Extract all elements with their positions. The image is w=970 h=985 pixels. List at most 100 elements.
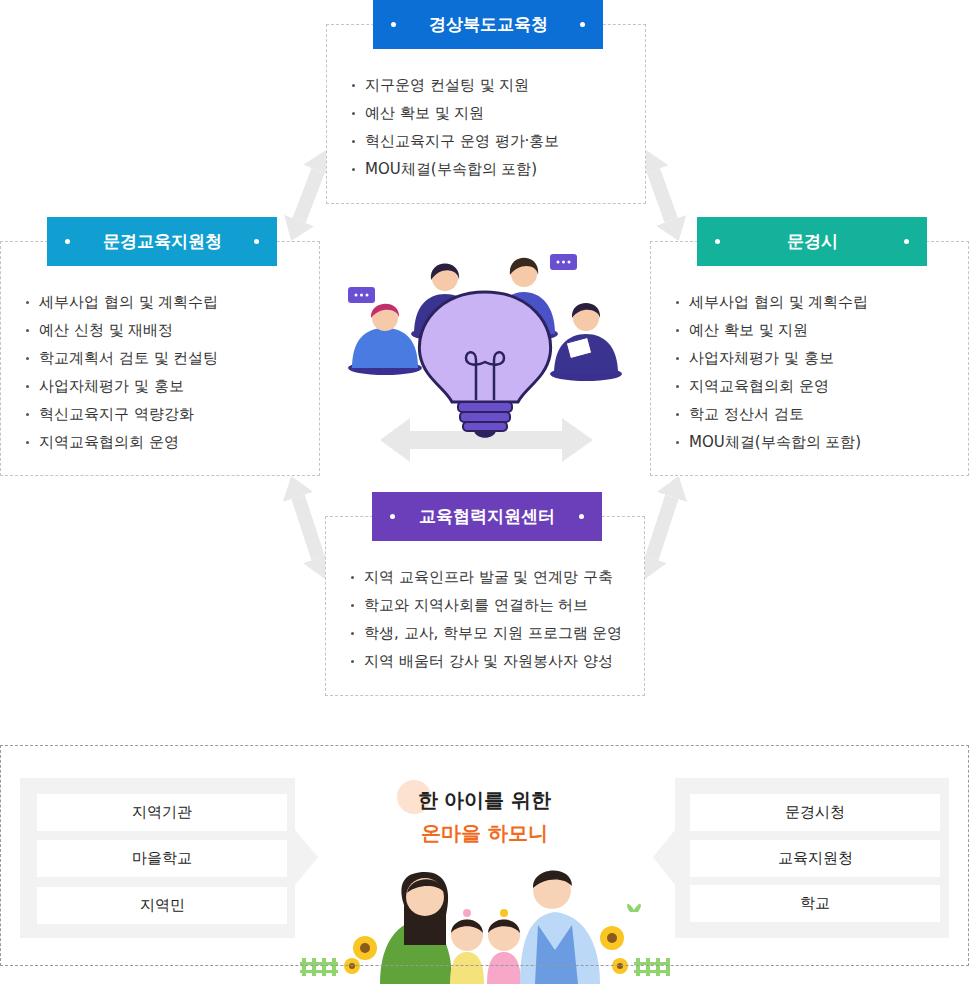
- text: 지역기관: [132, 803, 192, 821]
- member-label: 마을학교: [132, 849, 192, 868]
- bullet-dot: [676, 357, 679, 360]
- family-illustration: [300, 870, 670, 984]
- bullet-dot: [352, 140, 355, 143]
- bullet-item: 지역 배움터 강사 및 자원봉사자 양성: [364, 647, 630, 675]
- tab-dot: [391, 22, 396, 27]
- bullet-item: 혁신교육지구 운영 평가·홍보: [365, 127, 631, 155]
- text: 혁신교육지구 운영 평가·홍보: [365, 132, 559, 150]
- bullet-item: MOU체결(부속합의 포함): [689, 428, 954, 456]
- double-arrow-connector: [652, 497, 672, 558]
- chevron: [653, 830, 675, 885]
- agency-box: 문경교육지원청세부사업 협의 및 계획수립예산 신청 및 재배정학교계획서 검토…: [0, 241, 320, 476]
- tab-dot: [904, 239, 909, 244]
- text: 학생, 교사, 학부모 지원 프로그램 운영: [364, 624, 622, 642]
- chevron: [295, 830, 318, 885]
- text: 지역 배움터 강사 및 자원봉사자 양성: [364, 652, 613, 670]
- text: 경상북도교육청: [429, 13, 548, 36]
- bullet-item: 혁신교육지구 역량강화: [39, 400, 305, 428]
- text: 문경시청: [785, 803, 845, 821]
- bullet-dot: [351, 604, 354, 607]
- text: 혁신교육지구 역량강화: [39, 405, 194, 423]
- bullet-dot: [352, 168, 355, 171]
- text: 세부사업 협의 및 계획수립: [689, 293, 868, 311]
- bullet-item: 세부사업 협의 및 계획수립: [689, 288, 954, 316]
- bullet-dot: [26, 441, 29, 444]
- bullet-item: 학교계획서 검토 및 컨설팅: [39, 344, 305, 372]
- bullet-dot: [352, 112, 355, 115]
- member-box: 지역민: [37, 887, 287, 924]
- bullet-dot: [676, 413, 679, 416]
- double-arrow-connector: [653, 171, 671, 221]
- text: 사업자체평가 및 홍보: [39, 377, 184, 395]
- member-label: 학교: [800, 894, 830, 913]
- text: 교육지원청: [778, 849, 853, 867]
- text: 학교: [800, 894, 830, 912]
- text: 학교와 지역사회를 연결하는 허브: [364, 596, 588, 614]
- bullet-dot: [351, 660, 354, 663]
- member-box: 마을학교: [37, 840, 287, 877]
- tab-dot: [254, 239, 259, 244]
- text: 교육협력지원센터: [419, 505, 555, 528]
- bullet-dot: [676, 385, 679, 388]
- double-arrow-connector: [299, 171, 318, 221]
- text: 학교 정산서 검토: [689, 405, 804, 423]
- bullet-item: 지역교육협의회 운영: [689, 372, 954, 400]
- text: 예산 확보 및 지원: [365, 104, 484, 122]
- text: 지역교육협의회 운영: [39, 433, 179, 451]
- text: 마을학교: [132, 849, 192, 867]
- bullet-dot: [351, 576, 354, 579]
- bullet-item: 세부사업 협의 및 계획수립: [39, 288, 305, 316]
- bullet-item: 예산 확보 및 지원: [689, 316, 954, 344]
- bullet-dot: [352, 84, 355, 87]
- bullet-item: 지역 교육인프라 발굴 및 연계망 구축: [364, 563, 630, 591]
- tab-dot: [579, 514, 584, 519]
- bullet-dot: [676, 301, 679, 304]
- text: 사업자체평가 및 홍보: [689, 349, 834, 367]
- bullet-dot: [351, 632, 354, 635]
- double-arrow-connector: [298, 497, 318, 558]
- double-arrow: [380, 418, 593, 462]
- tab-dot: [715, 239, 720, 244]
- bullet-item: 사업자체평가 및 홍보: [689, 344, 954, 372]
- bullet-item: 학교와 지역사회를 연결하는 허브: [364, 591, 630, 619]
- bullet-item: 사업자체평가 및 홍보: [39, 372, 305, 400]
- light-bulb: [419, 292, 550, 438]
- member-box: 학교: [690, 885, 940, 922]
- text: MOU체결(부속합의 포함): [689, 433, 861, 451]
- text: 예산 확보 및 지원: [689, 321, 808, 339]
- grey-panel: [675, 778, 949, 938]
- title-tab: 문경시: [697, 217, 927, 266]
- text: 학교계획서 검토 및 컨설팅: [39, 349, 218, 367]
- grey-panel: [20, 778, 295, 938]
- agency-box: 문경시세부사업 협의 및 계획수립예산 확보 및 지원사업자체평가 및 홍보지역…: [650, 241, 969, 476]
- member-box: 지역기관: [37, 794, 287, 831]
- title-tab: 교육협력지원센터: [372, 492, 602, 541]
- member-label: 지역민: [140, 896, 185, 915]
- bullet-dot: [26, 329, 29, 332]
- bullet-dot: [26, 301, 29, 304]
- member-box: 문경시청: [690, 794, 940, 831]
- community-band: 한 아이를 위한온마을 하모니 지역기관마을학교지역민 문경시청교육지원청학교: [0, 745, 969, 966]
- bullet-item: 지역교육협의회 운영: [39, 428, 305, 456]
- bullet-dot: [26, 357, 29, 360]
- bullet-item: 예산 확보 및 지원: [365, 99, 631, 127]
- text: 지구운영 컨설팅 및 지원: [365, 76, 529, 94]
- bullet-item: 지구운영 컨설팅 및 지원: [365, 71, 631, 99]
- text: 문경교육지원청: [103, 230, 222, 253]
- bullet-dot: [26, 385, 29, 388]
- text: 한 아이를 위한: [418, 788, 552, 812]
- tab-dot: [390, 514, 395, 519]
- text: 문경시: [787, 230, 838, 253]
- tab-dot: [580, 22, 585, 27]
- agency-box: 경상북도교육청지구운영 컨설팅 및 지원예산 확보 및 지원혁신교육지구 운영 …: [326, 24, 646, 204]
- text: 지역 교육인프라 발굴 및 연계망 구축: [364, 568, 613, 586]
- agency-box: 교육협력지원센터지역 교육인프라 발굴 및 연계망 구축학교와 지역사회를 연결…: [325, 516, 645, 696]
- member-label: 교육지원청: [778, 849, 853, 868]
- title-tab: 문경교육지원청: [47, 217, 277, 266]
- bullet-item: 학교 정산서 검토: [689, 400, 954, 428]
- text: 온마을 하모니: [421, 821, 548, 845]
- member-box: 교육지원청: [690, 840, 940, 877]
- title-tab: 경상북도교육청: [373, 0, 603, 49]
